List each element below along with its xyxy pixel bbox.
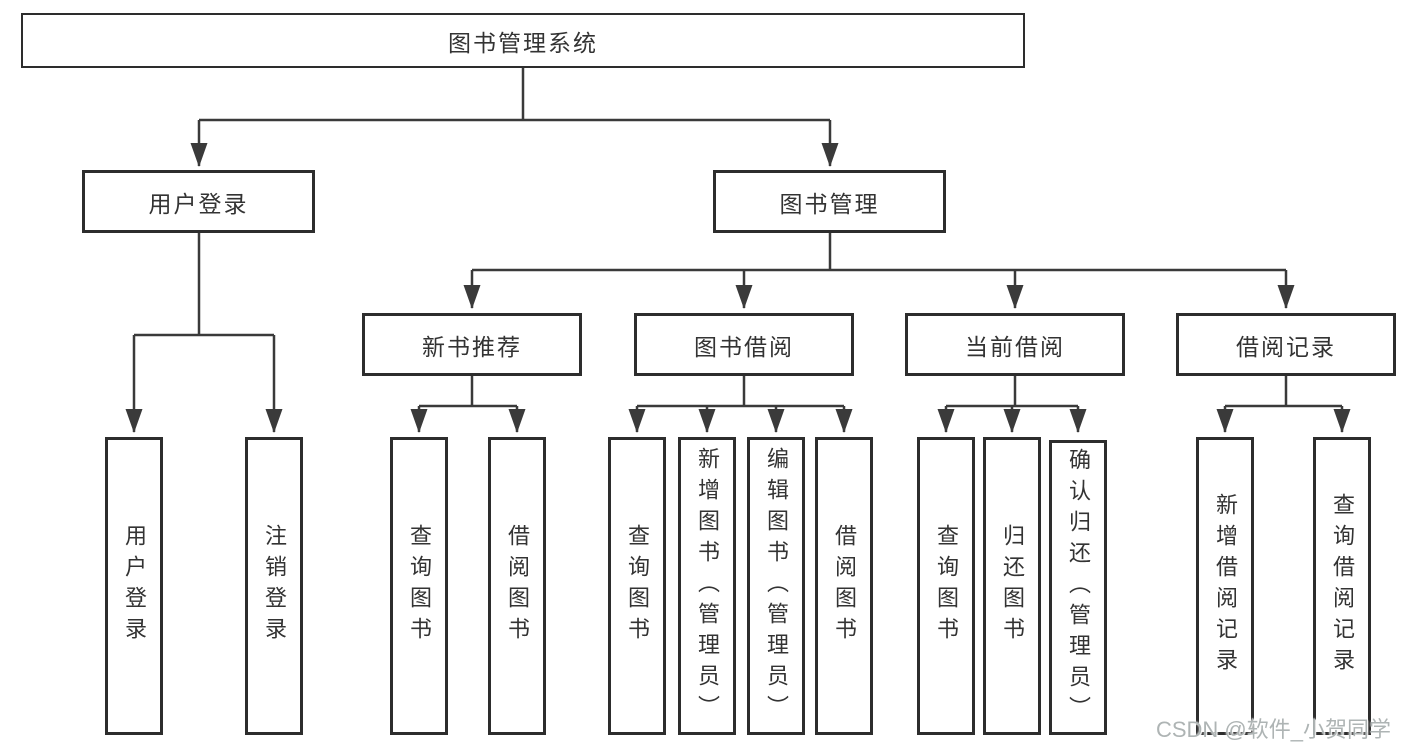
- node-borrow-edit-books-label: 编辑图书（管理员）: [764, 446, 789, 726]
- node-user-login-label: 用户登录: [148, 190, 249, 217]
- node-current-borrow: 当前借阅: [905, 313, 1125, 376]
- node-recommend-borrow-books-label: 借阅图书: [505, 524, 530, 648]
- node-current-confirm-return-label: 确认归还（管理员）: [1066, 448, 1091, 727]
- node-recommend-borrow-books: 借阅图书: [488, 437, 546, 735]
- node-current-return-books-label: 归还图书: [1000, 524, 1025, 648]
- node-records-add-record-label: 新增借阅记录: [1213, 493, 1238, 679]
- node-book-management: 图书管理: [713, 170, 946, 233]
- watermark-text: CSDN @软件_小贺同学: [1155, 717, 1391, 742]
- node-borrow-query-books-label: 查询图书: [625, 524, 650, 648]
- node-leaf-logout: 注销登录: [245, 437, 303, 735]
- node-borrow-add-books: 新增图书（管理员）: [678, 437, 736, 735]
- node-current-borrow-label: 当前借阅: [965, 333, 1065, 360]
- node-current-confirm-return: 确认归还（管理员）: [1049, 440, 1107, 735]
- node-leaf-user-login-label: 用户登录: [122, 524, 147, 648]
- node-current-query-books-label: 查询图书: [934, 524, 959, 648]
- node-recommend-query-books: 查询图书: [390, 437, 448, 735]
- node-book-borrow: 图书借阅: [634, 313, 854, 376]
- node-leaf-user-login: 用户登录: [105, 437, 163, 735]
- node-borrow-query-books: 查询图书: [608, 437, 666, 735]
- node-current-return-books: 归还图书: [983, 437, 1041, 735]
- node-borrow-records-label: 借阅记录: [1236, 333, 1336, 360]
- node-leaf-logout-label: 注销登录: [262, 524, 287, 648]
- node-borrow-records: 借阅记录: [1176, 313, 1396, 376]
- node-records-query-record: 查询借阅记录: [1313, 437, 1371, 735]
- node-borrow-add-books-label: 新增图书（管理员）: [695, 446, 720, 726]
- node-root: 图书管理系统: [21, 13, 1025, 68]
- node-recommend-query-books-label: 查询图书: [407, 524, 432, 648]
- node-book-management-label: 图书管理: [779, 190, 880, 217]
- node-user-login: 用户登录: [82, 170, 315, 233]
- node-borrow-borrow-books-label: 借阅图书: [832, 524, 857, 648]
- node-borrow-borrow-books: 借阅图书: [815, 437, 873, 735]
- node-current-query-books: 查询图书: [917, 437, 975, 735]
- node-new-book-recommend-label: 新书推荐: [422, 333, 522, 360]
- node-new-book-recommend: 新书推荐: [362, 313, 582, 376]
- node-root-label: 图书管理系统: [448, 29, 598, 56]
- node-records-query-record-label: 查询借阅记录: [1330, 493, 1355, 679]
- node-records-add-record: 新增借阅记录: [1196, 437, 1254, 735]
- node-book-borrow-label: 图书借阅: [694, 333, 794, 360]
- node-borrow-edit-books: 编辑图书（管理员）: [747, 437, 805, 735]
